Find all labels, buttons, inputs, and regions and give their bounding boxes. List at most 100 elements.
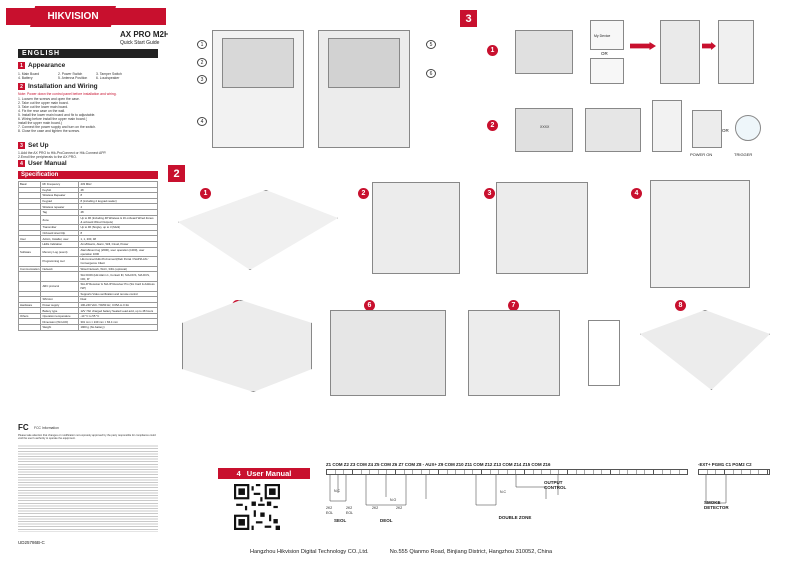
terminals-left: Z1 COM Z2 Z3 COM Z4 Z5 COM Z6 Z7 COM Z8 … [326, 462, 551, 467]
install-step: 6. Wiring before install the upper main … [18, 117, 87, 121]
brand-logo: HIKVISION [30, 6, 116, 27]
xxxx-label: XXXX [540, 125, 550, 129]
spec-group: Communication [17, 265, 42, 273]
appearance-item: 3. Tamper Switch [96, 72, 122, 76]
callout-1: 1 [197, 40, 207, 49]
hand-device [585, 108, 641, 152]
terminal-strip [326, 469, 688, 475]
or-label-1: OR [601, 51, 608, 56]
spec-key: Programming tool [40, 256, 80, 267]
label-no: N.O [390, 498, 397, 502]
user-manual-bar: 4 User Manual [218, 468, 310, 479]
section-title: User Manual [28, 160, 67, 167]
label-output-control: OUTPUT CONTROL [544, 480, 567, 490]
spec-value: Up to 96 (Including 48 Wireless & 16 onb… [78, 214, 158, 226]
install-step-2: 2 [358, 188, 369, 199]
label-eol-2: EOL [346, 511, 354, 515]
manual-title: User Manual [246, 469, 292, 478]
spec-value: 12V 7Ah charged battery Sealed Lead acid… [78, 307, 158, 314]
label-seol: SEOL [334, 518, 347, 523]
product-title: AX PRO M2H [120, 30, 170, 39]
footer-company: Hangzhou Hikvision Digital Technology CO… [249, 549, 369, 555]
qr-code[interactable] [234, 484, 280, 530]
phone-hik [590, 58, 624, 84]
spec-value: 1900 g (No battery) [78, 324, 158, 331]
trigger-label: TRIGGER [734, 152, 753, 157]
label-2k2-a: 2K2 [326, 506, 333, 510]
product-subtitle: Quick Start Guide [120, 40, 160, 46]
manual-number: 4 [236, 469, 241, 478]
panel-2-number: 2 [168, 165, 185, 182]
install-step-4: 4 [631, 188, 642, 199]
footer-address: No.555 Qianmo Road, Binjiang District, H… [389, 549, 553, 555]
panel-1-board [222, 38, 294, 88]
spec-group: Others [17, 312, 42, 320]
terminals-right: -EXT+ PGM1 C1 PGM2 C2 [698, 462, 752, 467]
step-2-dot: 2 [487, 120, 498, 131]
spec-key: Zone [40, 214, 80, 226]
setup-step: 2.Enroll the peripherals to the AX PRO. [18, 155, 77, 159]
section-number: 3 [18, 142, 25, 149]
my-device-label: My Device [594, 34, 611, 38]
panel-3-number: 3 [460, 10, 477, 27]
section-number: 1 [18, 62, 25, 69]
section-title: Appearance [28, 62, 66, 69]
section-number: 2 [18, 83, 25, 90]
spec-key: Dimension (W×H×D) [40, 318, 80, 326]
arrow-bar [630, 42, 656, 50]
callout-2: 2 [197, 58, 207, 67]
appearance-item: 2. Power Switch [58, 72, 83, 76]
terminal-strip-right [698, 469, 770, 475]
install-step: 3. Take out the lower main board. [18, 105, 69, 109]
install-header: 2 Installation and Wiring [18, 83, 98, 90]
step-3-image [496, 182, 588, 274]
document-code: UD25786B-C [18, 540, 45, 545]
spec-group [17, 214, 42, 226]
setup-header: 3 Set Up [18, 142, 49, 149]
adapter-image [588, 320, 620, 386]
install-step-8: 8 [675, 300, 686, 311]
label-2k2-d: 2K2 [396, 506, 403, 510]
step-1-image [178, 190, 338, 270]
phone-scan [660, 20, 700, 84]
fcc-paragraph-placeholder [18, 444, 158, 532]
label-eol: EOL [326, 511, 334, 515]
appearance-item: 4. Battery [18, 76, 33, 80]
spec-key: SIM slot [40, 296, 80, 303]
label-deol: DEOL [380, 518, 393, 523]
callout-4: 4 [197, 117, 207, 126]
install-step-1: 1 [200, 188, 211, 199]
step-7-image [468, 310, 560, 396]
callout-3: 3 [197, 75, 207, 84]
spec-value: SIA-IP Receiver & SIA-IP Receiver Pro (S… [78, 280, 158, 292]
spec-value: Dual [78, 296, 158, 303]
spec-value: 301 mm × 249 mm × 84.4 mm [78, 318, 158, 326]
spec-group [17, 256, 42, 267]
language-bar: ENGLISH [18, 49, 158, 58]
spec-group: Software [17, 246, 42, 258]
arrow-bar [702, 42, 716, 50]
spec-row: Dimension (W×H×D)301 mm × 249 mm × 84.4 … [17, 318, 158, 326]
spec-key: Power supply [40, 301, 80, 309]
step-4-image [650, 180, 750, 288]
appearance-item: 6. Loudspeaker [96, 76, 120, 80]
step-2-image [372, 182, 460, 274]
label-double-zone: DOUBLE ZONE [498, 515, 532, 520]
spec-group [17, 290, 42, 298]
phone-my-device [590, 20, 624, 50]
scan-qr-hand [515, 30, 573, 74]
install-step: 1. Loosen the screws and open the case. [18, 97, 80, 101]
step-6-image [330, 310, 446, 396]
spec-key: ARC protocol [40, 280, 80, 292]
install-step: 5. Install the lower main board and fix … [18, 113, 96, 117]
device-power [692, 110, 722, 148]
install-step-7: 7 [508, 300, 519, 311]
